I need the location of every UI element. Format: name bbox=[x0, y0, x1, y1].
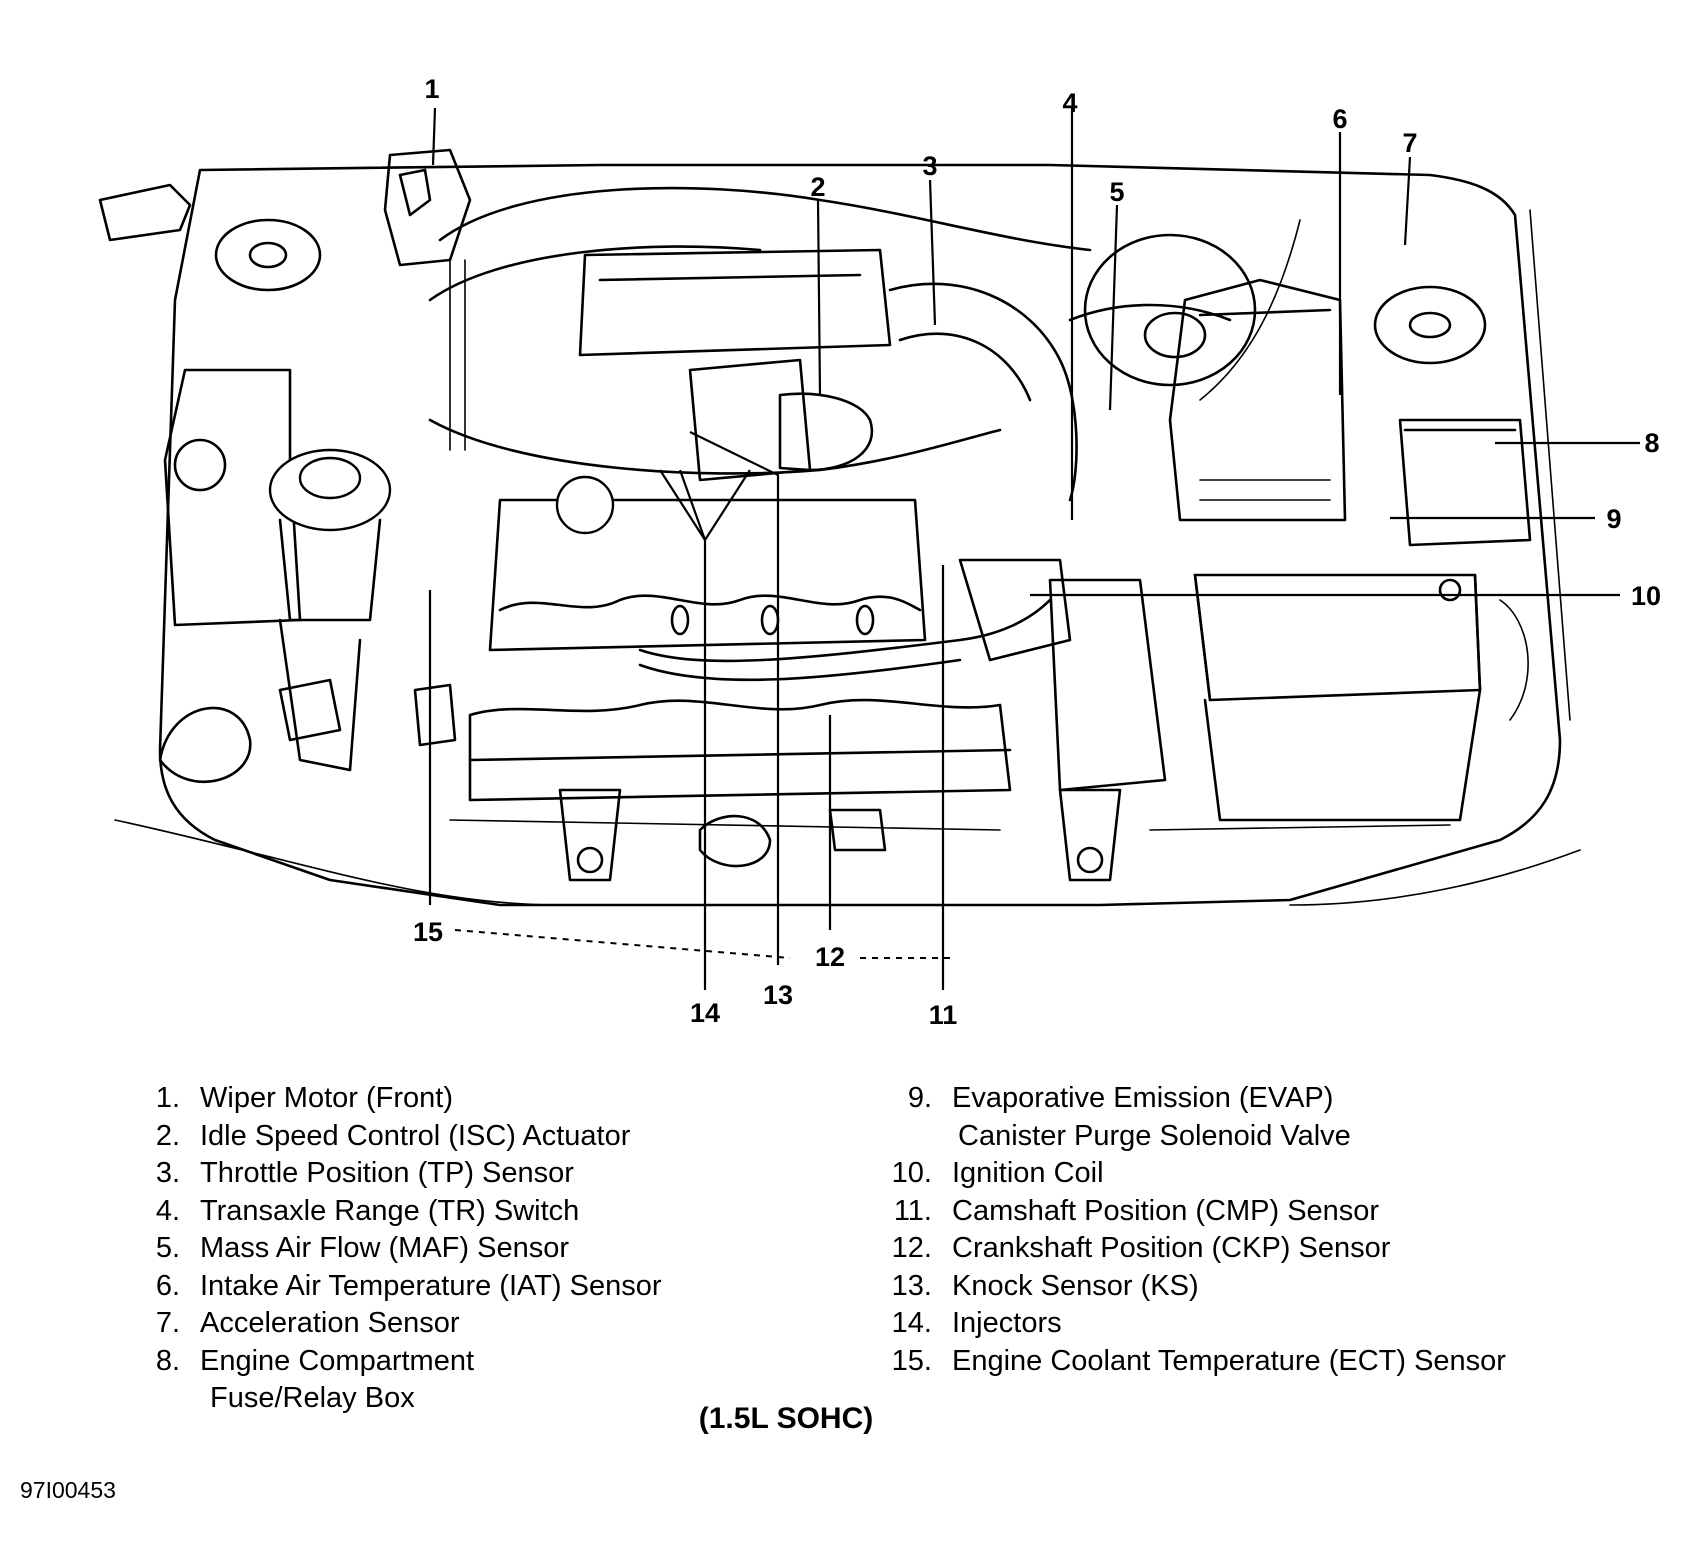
figure-id: 97I00453 bbox=[20, 1477, 116, 1503]
legend-item: 9.Evaporative Emission (EVAP) bbox=[907, 1082, 1334, 1114]
legend-item: 11.Camshaft Position (CMP) Sensor bbox=[893, 1194, 1380, 1227]
legend-item: 4.Transaxle Range (TR) Switch bbox=[155, 1194, 580, 1227]
callout-numbers: 1 2 3 4 5 6 7 8 9 10 11 12 13 14 15 bbox=[413, 74, 1661, 1030]
callout-6: 6 bbox=[1332, 104, 1347, 134]
callout-9: 9 bbox=[1606, 504, 1621, 534]
callout-15: 15 bbox=[413, 917, 443, 947]
legend-left: 1.Wiper Motor (Front) 2.Idle Speed Contr… bbox=[150, 1080, 662, 1418]
callout-12: 12 bbox=[815, 942, 845, 972]
callout-5: 5 bbox=[1109, 177, 1124, 207]
callout-2: 2 bbox=[810, 172, 825, 202]
engine-illustration bbox=[98, 148, 1581, 907]
callout-8: 8 bbox=[1644, 428, 1659, 458]
callout-3: 3 bbox=[922, 151, 937, 181]
legend-item-continuation: Fuse/Relay Box bbox=[210, 1382, 415, 1414]
legend-item: 5.Mass Air Flow (MAF) Sensor bbox=[155, 1232, 569, 1264]
legend-item: 2.Idle Speed Control (ISC) Actuator bbox=[155, 1119, 631, 1152]
callout-7: 7 bbox=[1402, 128, 1417, 158]
engine-compartment-diagram: 1 2 3 4 5 6 7 8 9 10 11 12 13 14 15 bbox=[98, 74, 1661, 1030]
legend-item-continuation: Canister Purge Solenoid Valve bbox=[958, 1119, 1351, 1152]
callout-1: 1 bbox=[424, 74, 439, 104]
legend-item: 1.Wiper Motor (Front) bbox=[155, 1082, 453, 1114]
legend-item: 6.Intake Air Temperature (IAT) Sensor bbox=[155, 1269, 662, 1302]
callout-13: 13 bbox=[763, 980, 793, 1010]
legend-item: 8.Engine Compartment bbox=[155, 1344, 475, 1377]
legend-item: 7.Acceleration Sensor bbox=[155, 1307, 460, 1339]
legend-right: 9.Evaporative Emission (EVAP) Canister P… bbox=[880, 1080, 1506, 1380]
legend-item: 13.Knock Sensor (KS) bbox=[891, 1269, 1199, 1302]
callout-10: 10 bbox=[1631, 581, 1661, 611]
callout-4: 4 bbox=[1062, 88, 1077, 118]
callout-11: 11 bbox=[929, 1000, 958, 1030]
dashed-baseline bbox=[454, 929, 950, 959]
leader-lines bbox=[428, 107, 1640, 990]
legend-item: 12.Crankshaft Position (CKP) Sensor bbox=[891, 1232, 1391, 1264]
legend-item: 15.Engine Coolant Temperature (ECT) Sens… bbox=[891, 1344, 1506, 1377]
callout-14: 14 bbox=[690, 998, 720, 1028]
legend-item: 14.Injectors bbox=[891, 1307, 1062, 1339]
diagram-caption: (1.5L SOHC) bbox=[698, 1402, 874, 1435]
legend-item: 3.Throttle Position (TP) Sensor bbox=[155, 1157, 574, 1189]
legend-item: 10.Ignition Coil bbox=[891, 1157, 1104, 1189]
